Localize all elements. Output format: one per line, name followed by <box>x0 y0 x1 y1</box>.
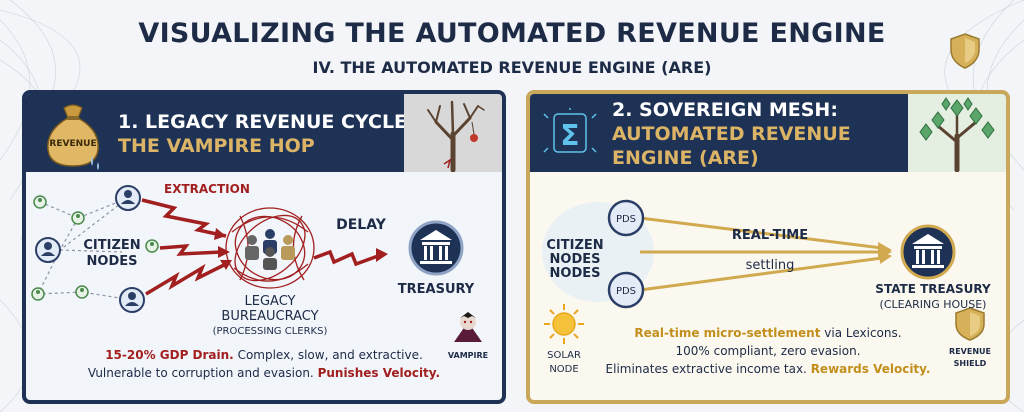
vampire-label: VAMPIRE <box>447 351 489 360</box>
rewards-velocity-text: Rewards Velocity. <box>810 362 931 376</box>
pds-label-top: PDS <box>615 214 637 225</box>
small-citizen-nodes <box>31 195 159 301</box>
state-treasury-label-1: STATE TREASURY <box>875 282 991 296</box>
sovereign-mesh-panel: Σ 2. SOVEREIGN MESH: AUTOMATED REVENUE E… <box>526 90 1010 404</box>
solar-node-label-1: SOLAR <box>547 350 581 361</box>
extraction-label: EXTRACTION <box>164 182 250 196</box>
legacy-diagram: EXTRACTION DELAY CITIZEN NODES LEGACY BU… <box>26 172 502 400</box>
mesh-citizen-label-1: CITIZEN <box>546 238 604 253</box>
vampire-icon <box>454 312 482 342</box>
state-treasury-icon <box>900 224 956 280</box>
micro-settlement-text: Real-time micro-settlement <box>634 326 821 340</box>
settlement-arrowheads <box>878 242 892 264</box>
gdp-drain-text: 15-20% GDP Drain. <box>105 348 234 362</box>
mesh-caption-3a: Eliminates extractive income tax. <box>605 362 811 376</box>
mesh-citizen-label-2: NODES <box>549 252 601 267</box>
mesh-diagram: PDS PDS CITIZEN NODES NODES REAL-TIME se… <box>530 172 1006 400</box>
page-title: VISUALIZING THE AUTOMATED REVENUE ENGINE <box>138 18 886 49</box>
mesh-citizen-label-3: NODES <box>549 266 601 281</box>
legacy-heading-line1: 1. LEGACY REVENUE CYCLE: <box>118 111 415 133</box>
sigma-symbol: Σ <box>560 119 579 152</box>
delay-label: DELAY <box>336 217 386 233</box>
revenue-shield-label-1: REVENUE <box>949 347 991 356</box>
legacy-caption-line2: Vulnerable to corruption and evasion. Pu… <box>26 366 502 380</box>
sun-icon <box>544 304 584 344</box>
gold-shield-icon <box>950 33 980 69</box>
citizen-label-1: CITIZEN <box>83 238 141 253</box>
mesh-heading-line2: AUTOMATED REVENUE <box>612 123 851 145</box>
bureaucracy-label-1: LEGACY <box>244 294 296 309</box>
bureaucracy-tangle <box>225 207 315 289</box>
living-tree-box <box>908 94 1006 172</box>
treasury-icon <box>408 220 464 276</box>
treasury-label: TREASURY <box>397 282 475 297</box>
living-tree-icon <box>919 97 995 172</box>
mesh-caption-line3: Eliminates extractive income tax. Reward… <box>530 362 1006 376</box>
realtime-label: REAL-TIME <box>731 228 809 243</box>
clerk-figures <box>245 229 295 270</box>
bureaucracy-label-3: (PROCESSING CLERKS) <box>212 326 328 337</box>
mesh-caption-1b: via Lexicons. <box>820 326 902 340</box>
pds-nodes <box>607 199 645 309</box>
pds-label-bottom: PDS <box>615 286 637 297</box>
mesh-diagram-graphics <box>542 199 985 344</box>
mesh-header: Σ 2. SOVEREIGN MESH: AUTOMATED REVENUE E… <box>530 94 1006 172</box>
extraction-arrows <box>141 198 379 296</box>
state-treasury-label-2: (CLEARING HOUSE) <box>879 298 987 311</box>
citizen-label-2: NODES <box>86 254 138 269</box>
mesh-heading-line3: ENGINE (ARE) <box>612 147 759 169</box>
legacy-caption-line1: 15-20% GDP Drain. Complex, slow, and ext… <box>26 348 502 362</box>
mesh-caption-line2: 100% compliant, zero evasion. <box>675 344 861 358</box>
bureaucracy-label-2: BUREAUCRACY <box>221 309 319 324</box>
sigma-icon: Σ <box>543 108 597 153</box>
page-subtitle: IV. THE AUTOMATED REVENUE ENGINE (ARE) <box>312 58 712 77</box>
settlement-arrows <box>639 216 883 292</box>
legacy-diagram-graphics <box>31 185 482 342</box>
revenue-shield-icon <box>955 307 985 341</box>
money-bag-icon: REVENUE <box>47 104 99 170</box>
mesh-caption-line1: Real-time micro-settlement via Lexicons. <box>530 326 1006 340</box>
bag-label: REVENUE <box>49 139 96 149</box>
legacy-caption-2a: Vulnerable to corruption and evasion. <box>87 366 318 380</box>
legacy-header: REVENUE 1. LEGACY REVENUE CYCLE: THE VAM… <box>26 94 502 172</box>
solar-node-label-2: NODE <box>549 364 579 375</box>
legacy-panel: REVENUE 1. LEGACY REVENUE CYCLE: THE VAM… <box>22 90 506 404</box>
settling-label: settling <box>745 258 795 273</box>
dead-tree-box <box>404 94 502 172</box>
punishes-velocity-text: Punishes Velocity. <box>317 366 441 380</box>
legacy-heading-line2: THE VAMPIRE HOP <box>118 135 315 157</box>
dead-tree-icon <box>427 100 485 172</box>
large-citizen-nodes <box>35 185 145 313</box>
legacy-caption-1b: Complex, slow, and extractive. <box>233 348 423 362</box>
mesh-heading-line1: 2. SOVEREIGN MESH: <box>612 99 838 121</box>
revenue-shield-label-2: SHIELD <box>953 359 987 368</box>
